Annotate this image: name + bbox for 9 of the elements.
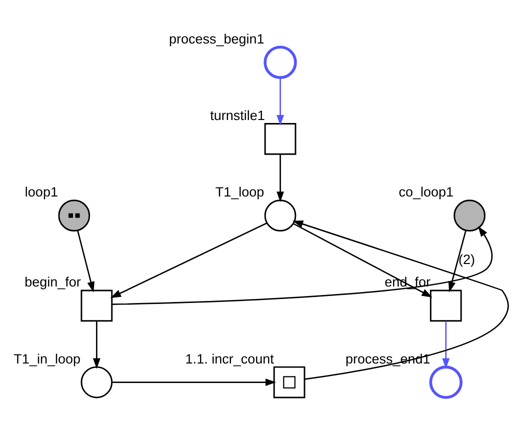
- node-label: T1_loop: [215, 184, 264, 200]
- edge-label: (2): [458, 252, 475, 267]
- node-label: co_loop1: [398, 184, 454, 200]
- node-label: 1.1. incr_count: [185, 350, 274, 366]
- node-label: begin_for: [24, 274, 81, 290]
- node-label: T1_in_loop: [14, 350, 81, 366]
- node-label: turnstile1: [210, 107, 265, 122]
- node-label: loop1: [24, 184, 58, 200]
- node-label: process_begin1: [168, 30, 264, 46]
